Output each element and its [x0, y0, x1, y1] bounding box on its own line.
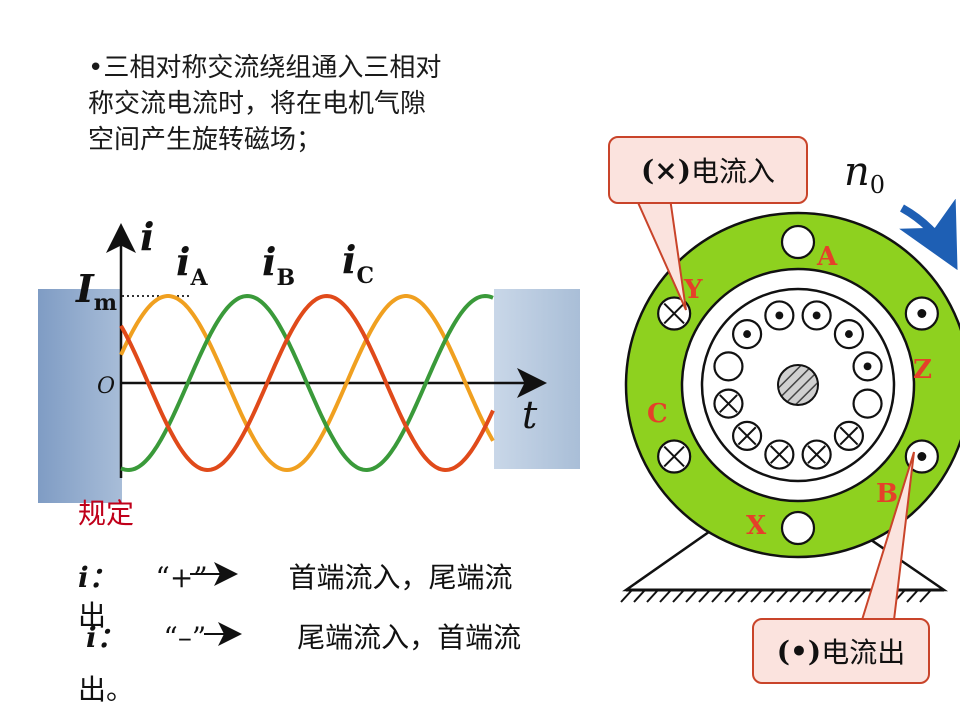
- rotor-coil-11: [731, 318, 763, 350]
- waveform-curves: [119, 293, 495, 473]
- callout-out-text: 电流出: [821, 636, 906, 669]
- rotor-coil-4: [852, 388, 883, 419]
- rule2-sign: “–”: [163, 621, 207, 654]
- winding-label-z: Z: [913, 355, 932, 385]
- rule-1: i： “+” 首端流入，尾端流: [78, 556, 513, 596]
- rule2-symbol: i：: [86, 621, 125, 654]
- intro-text: •三相对称交流绕组通入三相对 称交流电流时，将在电机气隙 空间产生旋转磁场；: [88, 50, 538, 158]
- phase-a-label: iA: [176, 239, 208, 291]
- intro-line-2: 称交流电流时，将在电机气隙: [88, 89, 427, 119]
- stator-coil-c: [657, 439, 692, 474]
- phase-b-label: iB: [262, 239, 295, 291]
- curve-phase-c: [119, 293, 495, 473]
- waveform-left-panel: [38, 289, 122, 503]
- winding-label-c: C: [647, 399, 668, 429]
- rule1-sign: “+”: [155, 561, 208, 594]
- origin-label: O: [97, 374, 115, 399]
- shaft: [777, 364, 819, 406]
- rotor-coil-6: [801, 439, 832, 470]
- stator-coil-z: [904, 296, 939, 331]
- intro-line-3: 空间产生旋转磁场；: [88, 125, 323, 155]
- stator-coil-y: [657, 296, 692, 331]
- rotor-coil-9: [713, 388, 744, 419]
- curve-phase-a: [119, 294, 495, 473]
- stator-coils: [657, 224, 939, 546]
- rule2-text: 尾端流入，首端流: [297, 621, 522, 654]
- rotation-arrow: [899, 198, 958, 271]
- rotor-coil-3: [852, 351, 883, 382]
- rotor-coil-5: [833, 420, 865, 452]
- rule-title: 规定: [78, 497, 135, 530]
- cross-symbol: (×): [641, 153, 691, 187]
- y-axis-label: i: [140, 214, 154, 259]
- amplitude-label: Im: [75, 266, 117, 316]
- rule-1-wrap: 出: [78, 599, 107, 632]
- phase-c-label: iC: [342, 237, 374, 289]
- rotor-coil-7: [764, 439, 795, 470]
- rule1-symbol: i：: [78, 561, 117, 594]
- callout-current-out: (•)电流出: [752, 618, 930, 684]
- stator-coil-x: [780, 510, 816, 546]
- x-axis-label: t: [522, 393, 538, 437]
- rotor-coil-2: [833, 318, 865, 350]
- callout-current-in: (×)电流入: [608, 136, 808, 204]
- winding-label-b: B: [876, 479, 898, 509]
- callout-in-text: 电流入: [690, 155, 775, 188]
- rotor-coil-12: [764, 300, 795, 331]
- stator-coil-b: [904, 439, 939, 474]
- intro-line-1: •三相对称交流绕组通入三相对: [88, 53, 442, 83]
- winding-label-y: Y: [683, 275, 703, 305]
- rule-2-wrap: 出。: [78, 673, 135, 706]
- stator-coil-a: [780, 224, 816, 260]
- winding-label-x: X: [746, 511, 767, 541]
- rotor-coil-1: [801, 300, 832, 331]
- rotor-coil-8: [731, 420, 763, 452]
- rotor-coil-10: [713, 351, 744, 382]
- winding-label-a: A: [816, 242, 838, 272]
- speed-label: n0: [844, 149, 885, 199]
- curve-phase-b: [120, 293, 494, 473]
- dot-symbol: (•): [776, 634, 822, 668]
- rule-2: i： “–” 尾端流入，首端流: [86, 616, 521, 656]
- rotor-coils: [713, 300, 883, 470]
- rule1-text: 首端流入，尾端流: [288, 561, 513, 594]
